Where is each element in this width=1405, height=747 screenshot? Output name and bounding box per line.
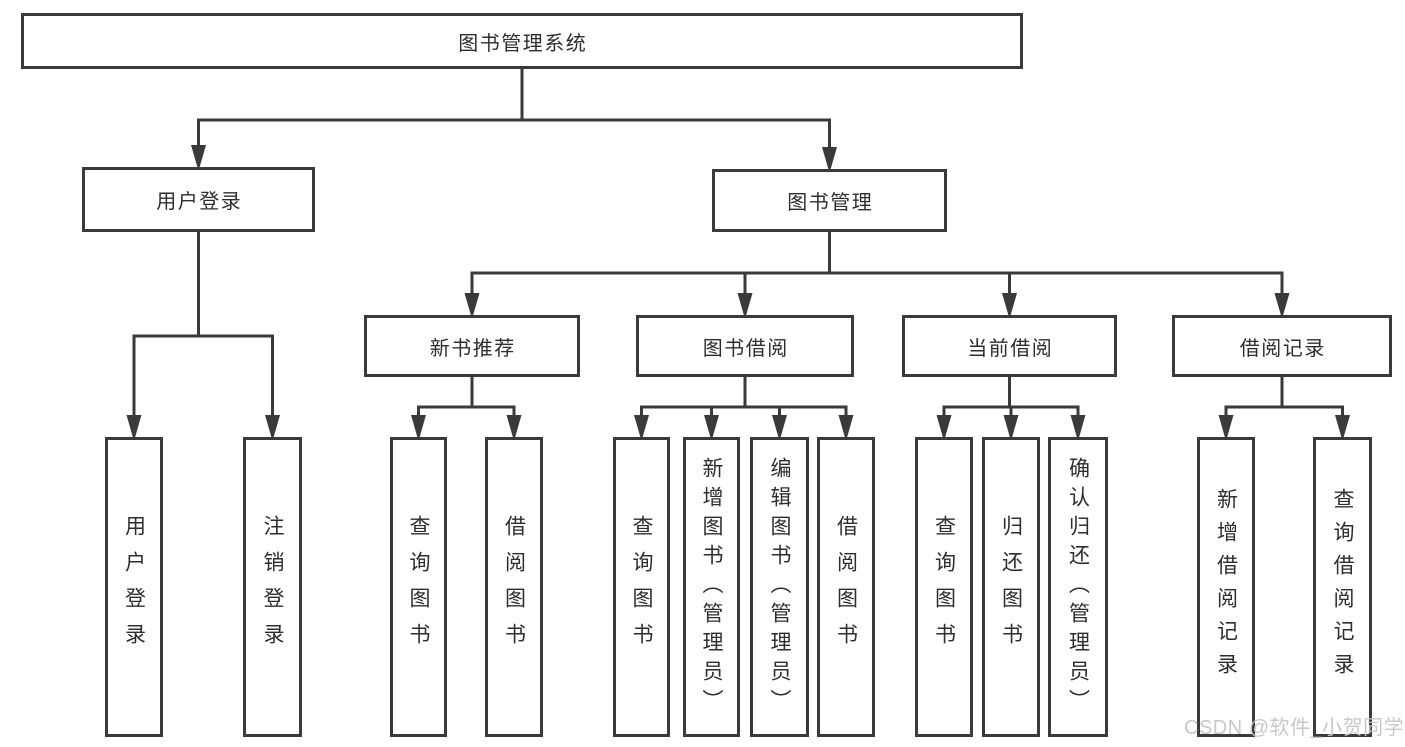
node-label: 借阅图书 (502, 515, 526, 659)
node-leaf-query-book-1: 查询图书 (390, 437, 447, 737)
connector-book-management-to-current-borrowing (828, 232, 1011, 305)
node-label: 归还图书 (999, 515, 1023, 659)
connector-current-borrowing-to-leaf-confirm-return (1008, 377, 1080, 427)
node-leaf-borrow-book-1: 借阅图书 (485, 437, 543, 737)
node-label: 新书推荐 (429, 337, 516, 360)
node-leaf-user-login: 用户登录 (105, 437, 163, 737)
node-leaf-query-book-2: 查询图书 (613, 437, 670, 737)
connector-borrowing-records-to-leaf-add-borrow-record (1224, 377, 1284, 427)
node-label: 编辑图书（管理员） (768, 456, 791, 718)
node-book-borrowing: 图书借阅 (636, 315, 854, 377)
connector-new-book-recommend-to-leaf-query-book-1 (417, 377, 474, 427)
node-leaf-add-book-admin: 新增图书（管理员） (683, 437, 740, 737)
connector-current-borrowing-to-leaf-query-book-3 (942, 377, 1011, 427)
node-label: 图书借阅 (702, 337, 789, 360)
node-leaf-add-borrow-record: 新增借阅记录 (1197, 437, 1255, 737)
node-leaf-confirm-return: 确认归还（管理员） (1048, 437, 1108, 737)
connector-new-book-recommend-to-leaf-borrow-book-1 (470, 377, 516, 427)
connector-borrowing-records-to-leaf-query-borrow-record (1280, 377, 1344, 427)
connector-book-management-to-borrowing-records (828, 232, 1284, 305)
node-label: 新增借阅记录 (1214, 488, 1238, 686)
node-user-login: 用户登录 (82, 167, 315, 232)
node-label: 用户登录 (156, 191, 243, 213)
connector-book-borrowing-to-leaf-add-book-admin (710, 377, 747, 427)
node-root: 图书管理系统 (21, 13, 1023, 69)
node-leaf-edit-book-admin: 编辑图书（管理员） (750, 437, 809, 737)
node-book-management: 图书管理 (712, 169, 947, 232)
connector-current-borrowing-to-leaf-return-book (1008, 377, 1013, 427)
connector-book-borrowing-to-leaf-query-book-2 (640, 377, 747, 427)
node-label: 图书管理 (787, 192, 874, 214)
node-borrowing-records: 借阅记录 (1172, 315, 1392, 377)
node-label: 查询借阅记录 (1331, 488, 1354, 686)
connector-user-login-to-leaf-logout (197, 232, 274, 427)
connector-book-borrowing-to-leaf-edit-book-admin (743, 377, 781, 427)
node-label: 借阅图书 (834, 515, 858, 659)
node-label: 注销登录 (261, 515, 284, 659)
connector-book-borrowing-to-leaf-borrow-book-2 (743, 377, 848, 427)
node-leaf-return-book: 归还图书 (982, 437, 1040, 737)
node-leaf-query-borrow-record: 查询借阅记录 (1313, 437, 1372, 737)
connector-root-to-book-management (520, 69, 831, 159)
node-new-book-recommend: 新书推荐 (364, 315, 580, 377)
connector-user-login-to-leaf-user-login (132, 232, 200, 427)
connector-root-to-user-login (197, 69, 524, 157)
node-current-borrowing: 当前借阅 (902, 315, 1117, 377)
node-label: 用户登录 (122, 515, 146, 659)
node-label: 确认归还（管理员） (1066, 456, 1090, 718)
node-label: 图书管理系统 (458, 32, 588, 55)
node-leaf-query-book-3: 查询图书 (915, 437, 973, 737)
node-label: 查询图书 (630, 515, 653, 659)
connector-book-management-to-new-book-recommend (470, 232, 831, 305)
node-leaf-logout: 注销登录 (243, 437, 302, 737)
node-leaf-borrow-book-2: 借阅图书 (817, 437, 875, 737)
csdn-watermark: CSDN @软件_小贺同学 (1184, 717, 1405, 739)
node-label: 查询图书 (932, 515, 956, 659)
node-label: 当前借阅 (967, 337, 1054, 360)
connector-book-management-to-book-borrowing (743, 232, 831, 305)
node-label: 新增图书（管理员） (700, 456, 723, 718)
node-label: 查询图书 (407, 515, 430, 659)
node-label: 借阅记录 (1239, 337, 1326, 360)
